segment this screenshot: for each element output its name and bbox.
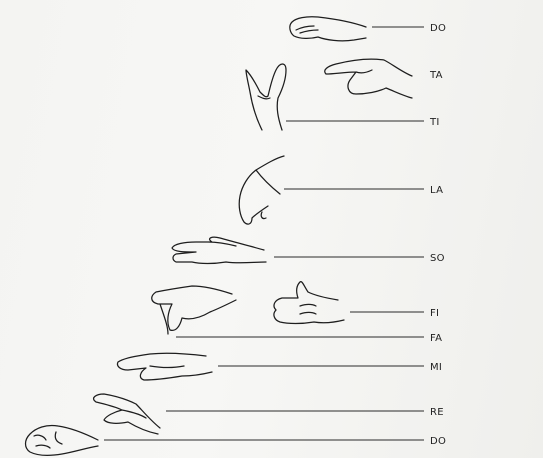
syllable-label: SO	[430, 253, 445, 264]
hand-down-icon	[239, 156, 284, 224]
syllable-label: RE	[430, 407, 444, 418]
hand-slanted-icon	[94, 394, 160, 434]
syllable-label: DO	[430, 436, 446, 447]
hand-open-icon	[152, 286, 236, 334]
sign-fi: FI	[152, 282, 440, 334]
hand-fist-icon	[26, 425, 99, 455]
syllable-label: FI	[430, 308, 439, 319]
syllable-label: LA	[430, 185, 443, 196]
hand-fist-icon	[290, 17, 366, 41]
hand-pointing-icon	[325, 59, 412, 98]
hand-thumb-up-icon	[274, 282, 344, 324]
hand-raised-icon	[246, 64, 286, 130]
syllable-label: DO	[430, 23, 446, 34]
sign-la: LA	[239, 156, 443, 224]
syllable-label: FA	[430, 333, 442, 344]
sign-fa: FA	[176, 333, 442, 344]
sign-re: RE	[94, 394, 444, 434]
syllable-label: MI	[430, 362, 442, 373]
sign-do-low: DO	[26, 425, 447, 455]
sign-mi: MI	[117, 353, 442, 380]
hand-flat-icon	[172, 237, 266, 263]
sign-ta: TA	[325, 59, 443, 98]
hand-palm-down-icon	[117, 353, 212, 380]
sign-do-high: DO	[290, 17, 446, 41]
syllable-label: TI	[429, 117, 440, 128]
syllable-label: TA	[429, 70, 443, 81]
sign-so: SO	[172, 237, 445, 264]
